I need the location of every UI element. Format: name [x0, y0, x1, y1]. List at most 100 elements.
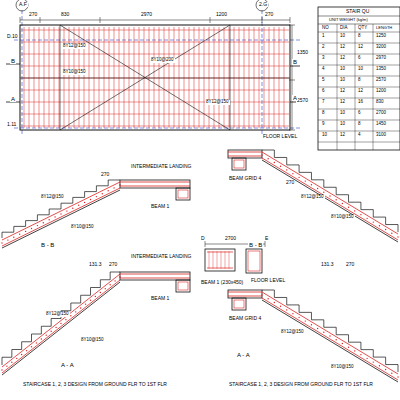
rebar-label: 8Y12@150 [45, 312, 70, 317]
distribution-bar [267, 158, 268, 159]
dimension-text: 1 [321, 34, 326, 39]
distribution-bar [379, 365, 380, 366]
dimension-text: 5 [321, 78, 326, 83]
drawing-label: A.F [18, 2, 28, 7]
dimension-text: 8 [357, 122, 362, 127]
table-rule [318, 65, 400, 66]
distribution-bar [286, 169, 287, 170]
distribution-bar [280, 165, 281, 166]
waist-slab-soffit [262, 300, 398, 382]
rebar-label: 8Y10@150 [62, 70, 87, 75]
rebar-line [21, 66, 289, 67]
drawing-label: B [10, 58, 16, 64]
table-rule [318, 98, 400, 99]
stair-steps [262, 290, 398, 372]
dimension-line [292, 25, 293, 130]
distribution-bar [360, 354, 361, 355]
table-rule [318, 32, 400, 33]
dimension-text: 4 [357, 133, 362, 138]
stair-steps [262, 150, 398, 232]
dimension-line [20, 20, 290, 21]
rebar-label: 8Y10@150 [80, 338, 105, 343]
dimension-tick [262, 17, 263, 23]
rebar-label: 8Y12@150 [280, 330, 305, 335]
distribution-bar [323, 192, 324, 193]
distribution-bar [60, 323, 61, 324]
rebar-label: 8Y10@150 [330, 215, 355, 220]
distribution-bar [66, 210, 67, 211]
distribution-bar [335, 339, 336, 340]
dimension-text: 10 [321, 133, 328, 138]
dimension-text: 830 [375, 100, 385, 105]
distribution-bar [31, 228, 32, 229]
dimension-tick [205, 241, 206, 247]
rebar-line [21, 42, 289, 43]
table-rule [337, 24, 338, 150]
drawing-label: DIA [339, 26, 349, 31]
distribution-bar [90, 300, 91, 301]
distribution-bar [90, 199, 91, 200]
landing-slab [120, 180, 190, 188]
distribution-bar [366, 358, 367, 359]
rebar-label: 8Y10@150 [330, 365, 355, 370]
dimension-text: 1350 [375, 67, 387, 72]
dimension-text: 1450 [375, 122, 387, 127]
cross-line [60, 25, 230, 130]
bottom-rebar [228, 296, 262, 297]
distribution-bar [373, 221, 374, 222]
dimension-text: 8 [357, 78, 362, 83]
distribution-bar [25, 231, 26, 232]
dimension-text: 2570 [375, 78, 387, 83]
top-rebar [262, 152, 398, 234]
grid-bubble [16, 0, 28, 11]
distribution-bar [360, 214, 361, 215]
beam-stirrup [209, 251, 210, 269]
dimension-tick [210, 17, 211, 23]
distribution-bar [292, 173, 293, 174]
waist-slab-soffit [2, 282, 120, 375]
grid-line [22, 10, 23, 134]
distribution-bar [80, 307, 81, 308]
distribution-bar [113, 187, 114, 188]
dimension-tick [289, 25, 295, 26]
distribution-bar [36, 342, 37, 343]
distribution-bar [280, 305, 281, 306]
dimension-text: 10 [339, 34, 346, 39]
drawing-label: E [264, 236, 269, 241]
bottom-rebar [120, 186, 190, 187]
distribution-bar [19, 234, 20, 235]
drawing-label: B - B [40, 242, 55, 248]
drawing-label: A [292, 95, 298, 101]
distribution-bar [274, 302, 275, 303]
distribution-bar [373, 361, 374, 362]
dimension-text: 270 [264, 12, 274, 17]
dimension-text: 2970 [140, 12, 153, 17]
drawing-label: BEAM 1 [150, 204, 170, 209]
table-rule [318, 87, 400, 88]
distribution-bar [267, 298, 268, 299]
distribution-bar [13, 237, 14, 238]
table-rule [318, 54, 400, 55]
rebar-label: 8Y10@150 [70, 225, 95, 230]
dimension-text: 8 [357, 34, 362, 39]
dimension-text: 270 [28, 12, 38, 17]
distribution-bar [108, 190, 109, 191]
drawing-label: BEAM 1 [150, 296, 170, 301]
dimension-text: 10 [339, 67, 346, 72]
distribution-bar [311, 324, 312, 325]
rebar-label: 8Y12@150 [62, 44, 87, 49]
dimension-text: 12 [339, 100, 346, 105]
distribution-bar [342, 203, 343, 204]
section-mark [290, 66, 300, 67]
distribution-bar [11, 362, 12, 363]
dimension-tick [40, 17, 41, 23]
beam-stirrup [229, 251, 230, 269]
distribution-bar [85, 303, 86, 304]
bottom-rebar [228, 156, 262, 157]
beam-section [246, 249, 262, 273]
table-rule [318, 142, 400, 143]
distribution-bar [105, 288, 106, 289]
drawing-label: B - B [248, 242, 263, 248]
distribution-bar [46, 334, 47, 335]
